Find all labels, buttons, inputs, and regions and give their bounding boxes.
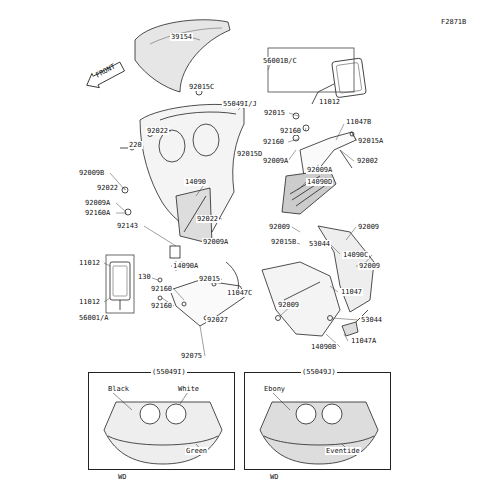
callout-number: 92143 xyxy=(116,222,139,230)
color-label: Eventide xyxy=(325,447,361,455)
callout-number: 11012 xyxy=(78,298,101,306)
callout-number: 92075 xyxy=(180,352,203,360)
color-label: WD xyxy=(117,473,127,481)
callout-number: 14090B xyxy=(310,343,337,351)
callout-number: 92015C xyxy=(188,83,215,91)
callout-number: 92160 xyxy=(150,302,173,310)
callout-number: 92015D xyxy=(236,150,263,158)
callout-number: 11047A xyxy=(350,337,377,345)
callout-number: 92009A xyxy=(202,238,229,246)
callout-number: 92009A xyxy=(262,157,289,165)
callout-number: 92022 xyxy=(146,127,169,135)
part-number-heading: (55049J) xyxy=(301,368,337,376)
variant-panel: (55049J)EbonyEventideWD xyxy=(244,372,391,470)
callout-number: 92160 xyxy=(279,127,302,135)
callout-number: 53044 xyxy=(308,240,331,248)
direction-label: FRONT xyxy=(93,62,117,80)
callout-number: 92009 xyxy=(268,223,291,231)
callout-number: 11012 xyxy=(318,98,341,106)
figure-number: F2871B xyxy=(440,18,467,26)
windscreen xyxy=(135,20,230,92)
callout-number: 92160A xyxy=(84,209,111,217)
callout-number: 14090D xyxy=(306,178,333,186)
color-label: Green xyxy=(185,447,208,455)
variant-panel: (55049I)BlackWhiteGreenWD xyxy=(88,372,235,470)
mirror-box xyxy=(106,255,134,313)
callout-number: 92009 xyxy=(277,301,300,309)
color-label: White xyxy=(177,385,200,393)
callout-number: 14090C xyxy=(342,251,369,259)
color-label: WD xyxy=(269,473,279,481)
callout-number: 55049I/J xyxy=(222,100,258,108)
callout-number: 39154 xyxy=(170,33,193,41)
callout-number: 11012 xyxy=(78,259,101,267)
callout-number: 53044 xyxy=(360,316,383,324)
callout-number: 92009A xyxy=(306,166,333,174)
callout-number: 220 xyxy=(128,141,143,149)
color-label: Black xyxy=(107,385,130,393)
callout-number: 11047C xyxy=(226,289,253,297)
callout-number: 14090A xyxy=(172,262,199,270)
callout-number: 92002 xyxy=(356,157,379,165)
callout-number: 11047B xyxy=(345,118,372,126)
callout-number: 92022 xyxy=(196,215,219,223)
callout-number: 130 xyxy=(137,273,152,281)
callout-number: 56001B/C xyxy=(262,57,298,65)
callout-number: 92027 xyxy=(206,316,229,324)
callout-number: 11047 xyxy=(340,288,363,296)
callout-number: 92015A xyxy=(357,137,384,145)
callout-number: 92009 xyxy=(358,262,381,270)
color-label: Ebony xyxy=(263,385,286,393)
callout-number: 14090 xyxy=(184,178,207,186)
callout-number: 92160 xyxy=(150,285,173,293)
callout-number: 56001/A xyxy=(78,314,110,322)
callout-number: 92009A xyxy=(84,199,111,207)
part-number-heading: (55049I) xyxy=(151,368,187,376)
callout-number: 92009B xyxy=(78,169,105,177)
callout-number: 92009 xyxy=(357,223,380,231)
callout-number: 92015 xyxy=(198,275,221,283)
callout-number: 92015 xyxy=(263,109,286,117)
callout-number: 92015B xyxy=(270,238,297,246)
callout-number: 92160 xyxy=(262,138,285,146)
front-arrow xyxy=(83,59,126,92)
callout-number: 92022 xyxy=(96,184,119,192)
